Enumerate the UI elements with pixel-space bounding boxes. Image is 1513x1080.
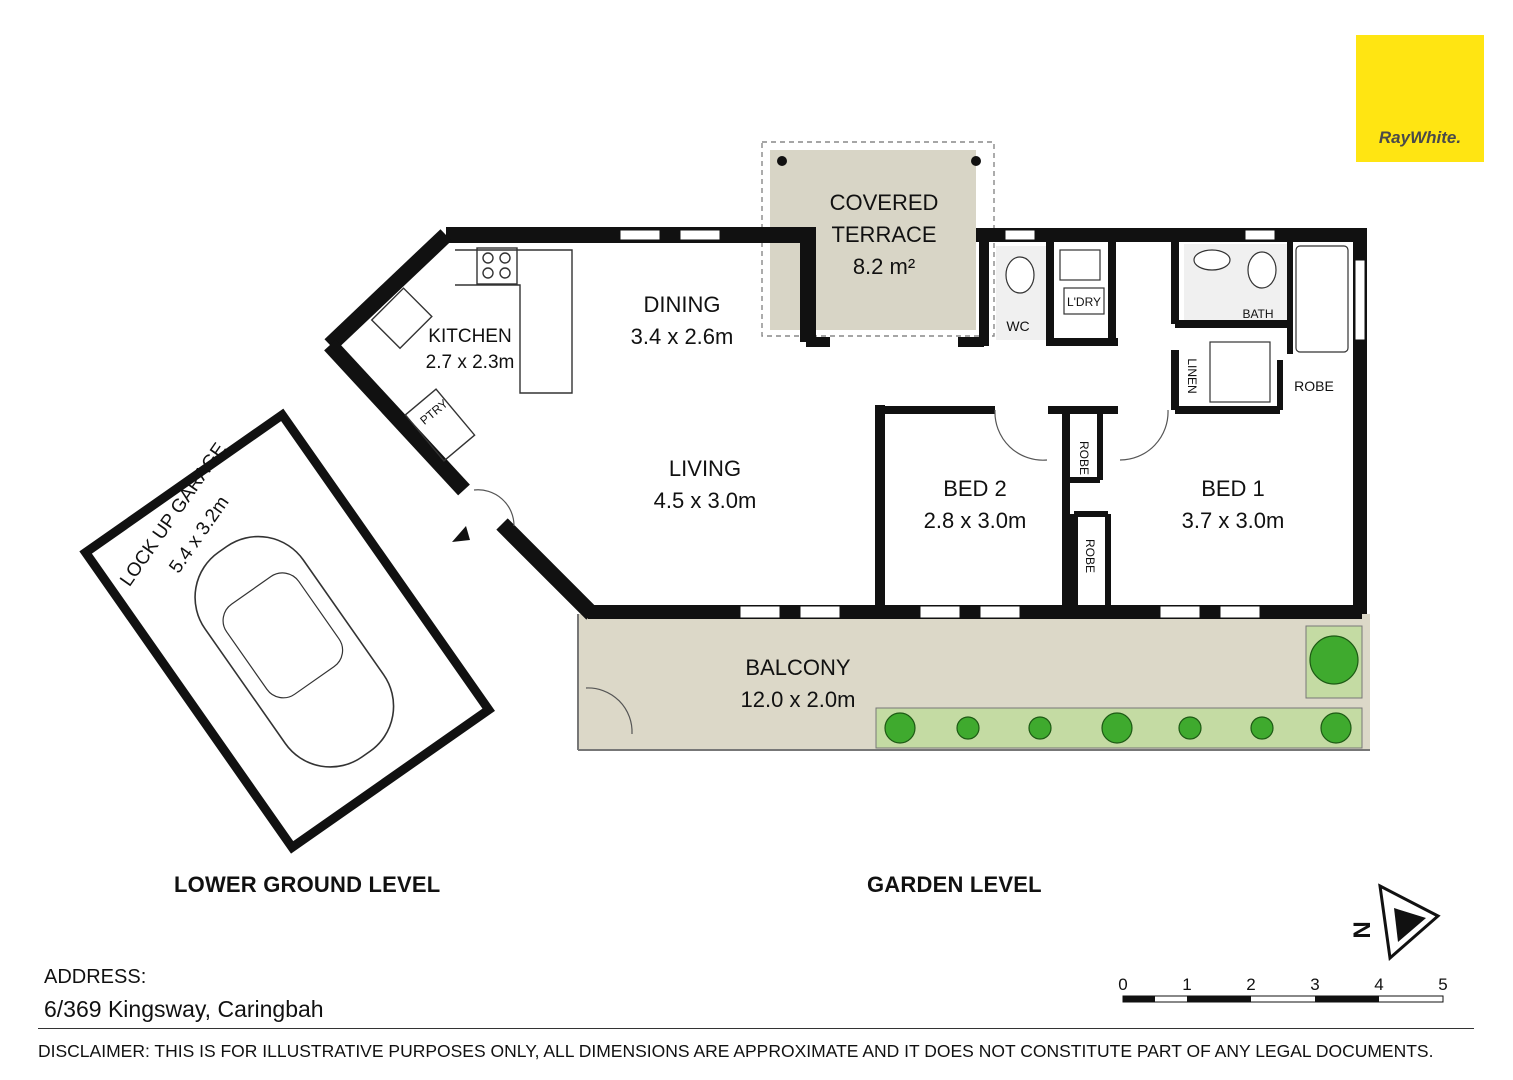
address-heading: ADDRESS: <box>44 966 147 988</box>
garage <box>79 408 495 854</box>
walls <box>324 227 1367 620</box>
door-swings <box>473 409 1169 735</box>
living-label: LIVING <box>669 456 741 481</box>
dining-size: 3.4 x 2.6m <box>631 324 734 349</box>
kitchen-benches <box>370 247 573 462</box>
scale-tick-0: 0 <box>1118 975 1127 994</box>
scale-tick-1: 1 <box>1182 975 1191 994</box>
windows <box>619 229 1366 619</box>
scale-tick-2: 2 <box>1246 975 1255 994</box>
living-size: 4.5 x 3.0m <box>654 488 757 513</box>
dining-label: DINING <box>644 292 721 317</box>
balcony-size: 12.0 x 2.0m <box>741 687 856 712</box>
wc-label: WC <box>1006 318 1029 334</box>
terrace-size: 8.2 m² <box>853 254 915 279</box>
kitchen-label: KITCHEN <box>428 326 511 347</box>
bed2-label: BED 2 <box>943 476 1007 501</box>
footer-divider <box>38 1028 1474 1029</box>
compass: N <box>1349 883 1441 961</box>
linen-label: LINEN <box>1185 358 1199 393</box>
terrace-label-line2: TERRACE <box>831 222 936 247</box>
entry-arrow <box>452 526 470 542</box>
scale-bar: 0 1 2 3 4 5 <box>1118 975 1448 1003</box>
balcony-label: BALCONY <box>745 655 850 680</box>
bathroom-fixtures <box>1005 245 1349 403</box>
bed1-label: BED 1 <box>1201 476 1265 501</box>
raywhite-logo: RayWhite. <box>1356 35 1484 162</box>
bed2-size: 2.8 x 3.0m <box>924 508 1027 533</box>
garden-shrubs <box>884 635 1359 744</box>
robe-label-lower: ROBE <box>1083 539 1097 573</box>
kitchen-size: 2.7 x 2.3m <box>426 352 515 373</box>
bed1-size: 3.7 x 3.0m <box>1182 508 1285 533</box>
scale-tick-5: 5 <box>1438 975 1447 994</box>
robe-label-bed1: ROBE <box>1294 378 1334 394</box>
garden-level-title: GARDEN LEVEL <box>867 872 1042 897</box>
lower-ground-level-title: LOWER GROUND LEVEL <box>174 872 441 897</box>
scale-tick-3: 3 <box>1310 975 1319 994</box>
scale-tick-4: 4 <box>1374 975 1383 994</box>
robe-label-upper: ROBE <box>1077 441 1091 475</box>
bath-label: BATH <box>1242 307 1273 321</box>
address-value: 6/369 Kingsway, Caringbah <box>44 996 324 1022</box>
logo-text: RayWhite. <box>1378 128 1462 147</box>
terrace-label-line1: COVERED <box>830 190 939 215</box>
laundry-label: L'DRY <box>1067 295 1101 309</box>
compass-north-label: N <box>1349 921 1376 938</box>
disclaimer-text: DISCLAIMER: THIS IS FOR ILLUSTRATIVE PUR… <box>38 1041 1434 1061</box>
